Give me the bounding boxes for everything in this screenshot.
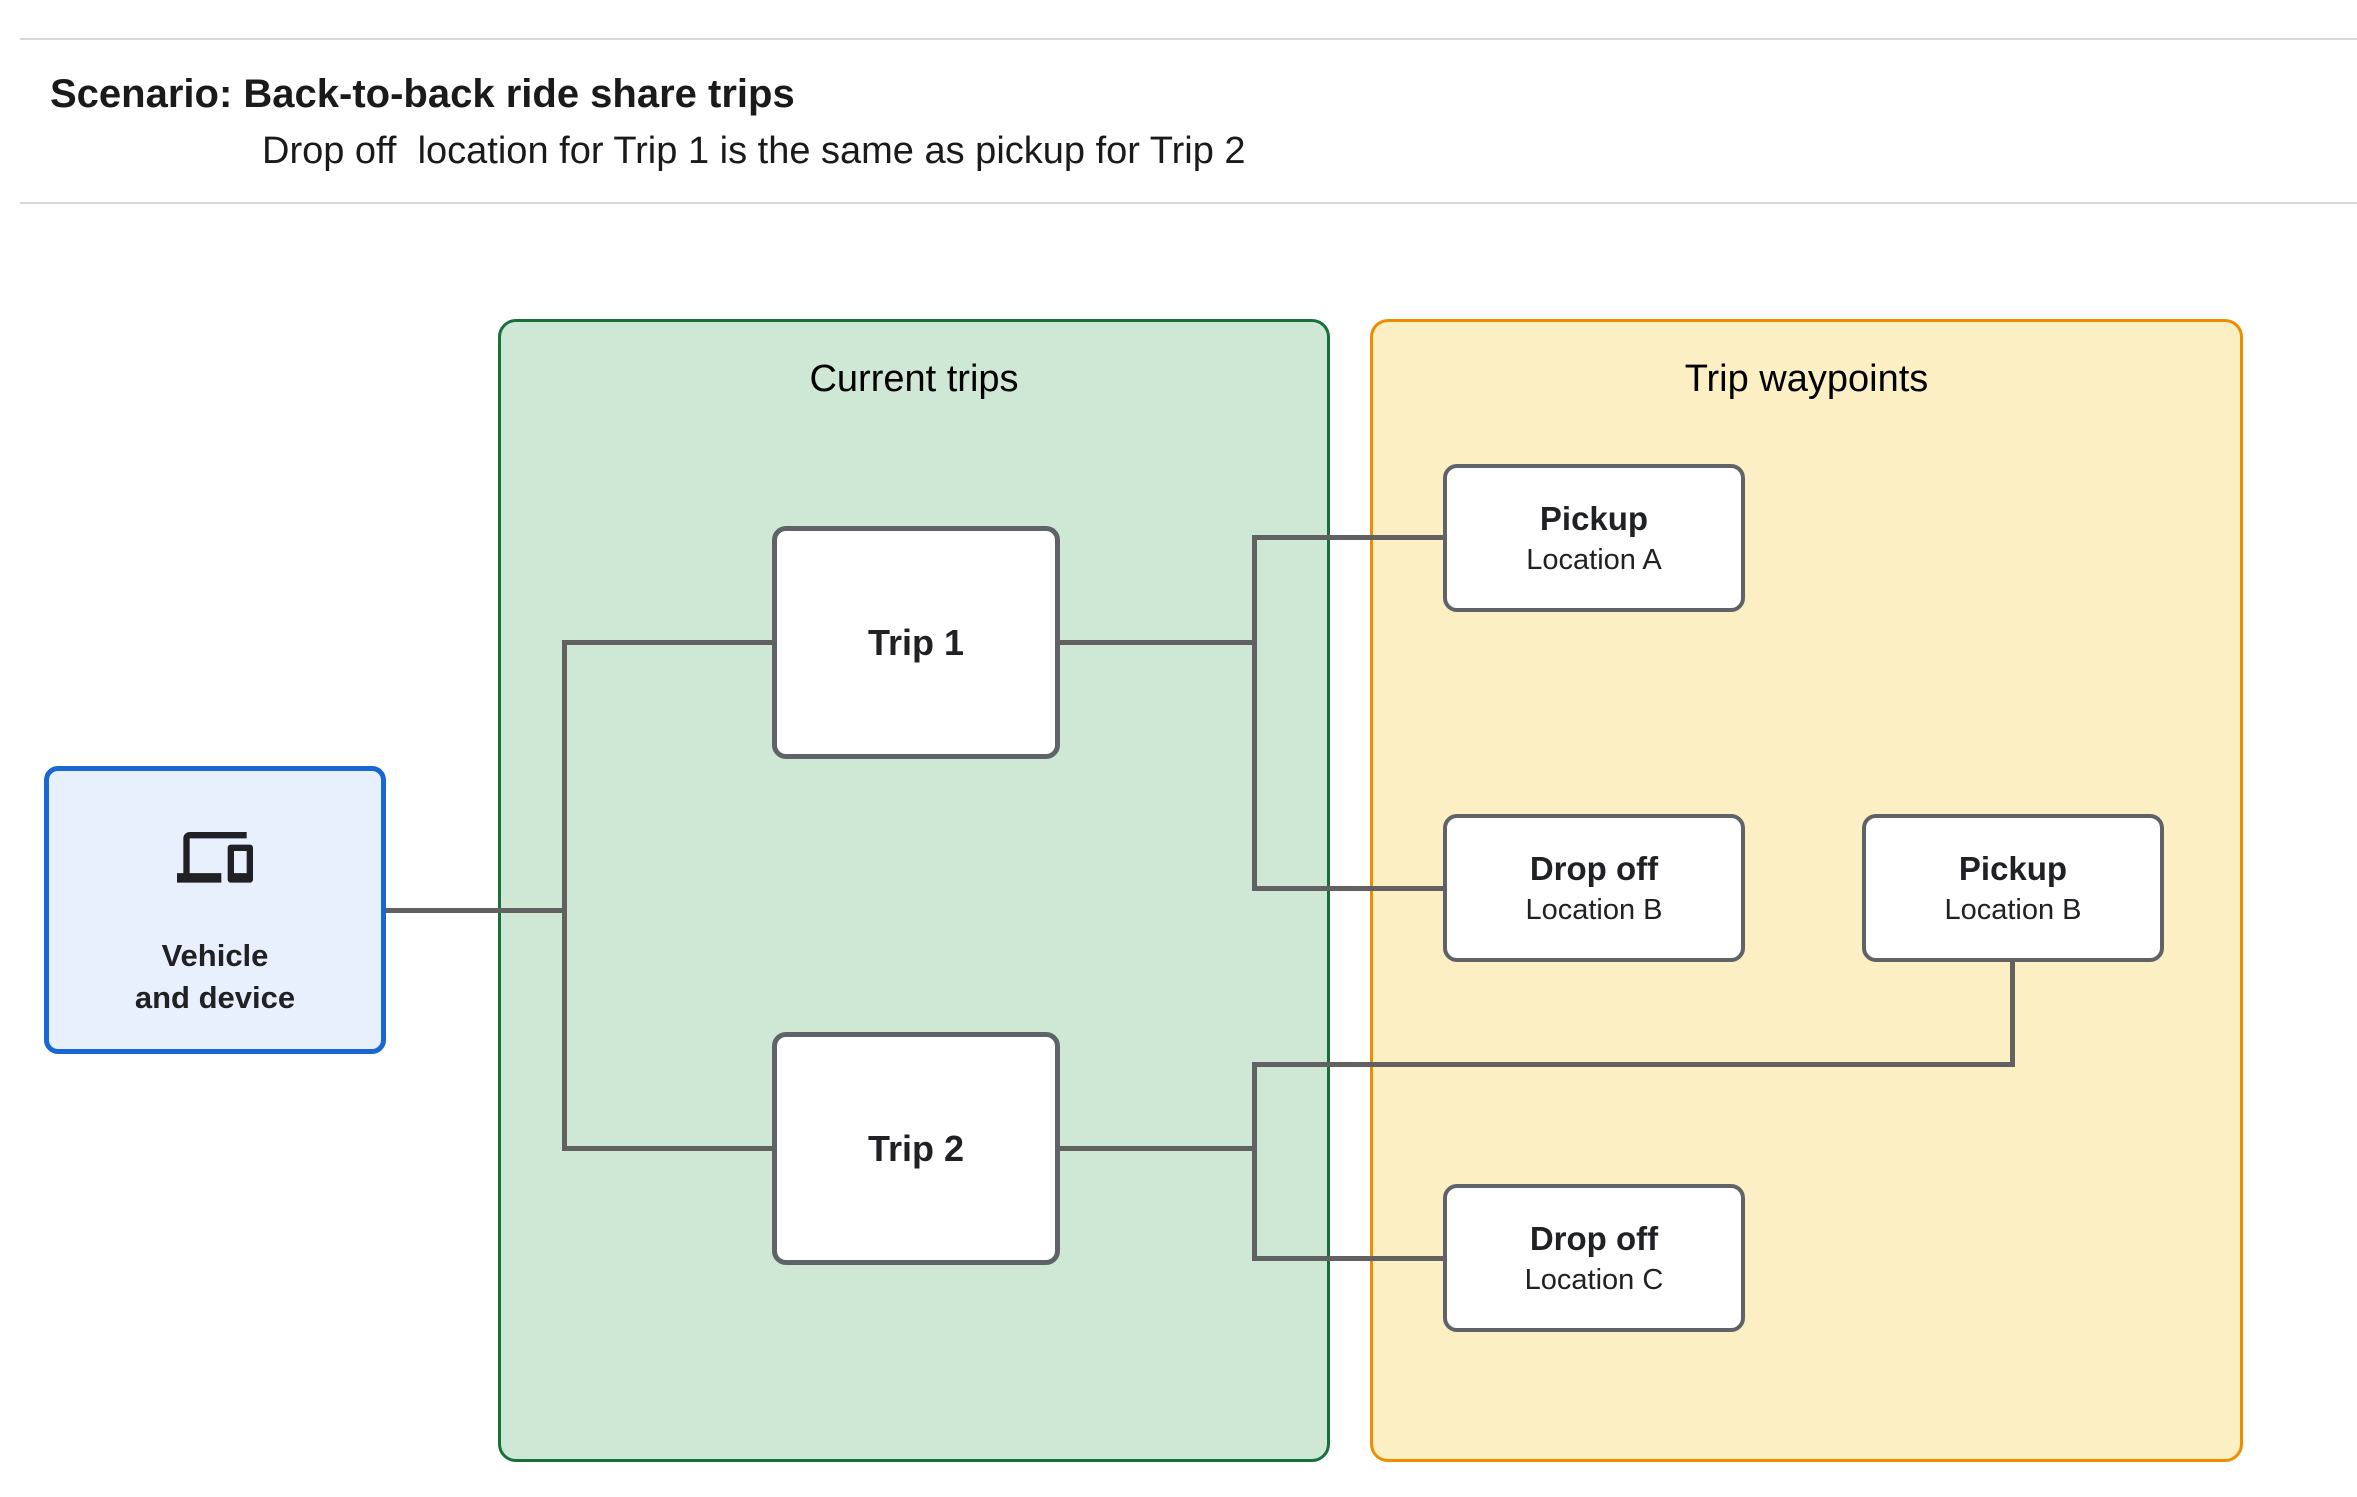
divider-bottom bbox=[20, 202, 2357, 204]
connector-to-dropoff-b bbox=[1252, 886, 1443, 891]
waypoint-pickup-location-b: Pickup Location B bbox=[1862, 814, 2164, 962]
connector-junction-to-trip2 bbox=[562, 1146, 772, 1151]
trip-2-label: Trip 2 bbox=[867, 1127, 965, 1169]
waypoint-type: Pickup bbox=[1539, 499, 1649, 537]
connector-to-pickup-a bbox=[1252, 535, 1443, 540]
panel-current-trips-title: Current trips bbox=[809, 358, 1019, 400]
waypoint-type: Pickup bbox=[1958, 849, 2068, 887]
trip-1-node: Trip 1 bbox=[772, 526, 1060, 759]
waypoint-location: Location B bbox=[1525, 893, 1663, 926]
trip-2-node: Trip 2 bbox=[772, 1032, 1060, 1265]
vehicle-and-device-node: Vehicle and device bbox=[44, 766, 386, 1054]
waypoint-type: Drop off bbox=[1529, 1219, 1659, 1257]
scenario-title: Scenario: Back-to-back ride share trips bbox=[50, 72, 795, 116]
divider-top bbox=[20, 38, 2357, 40]
connector-trip1-waypoints-vertical bbox=[1252, 535, 1257, 891]
waypoint-location: Location A bbox=[1526, 543, 1662, 576]
connector-pickup-b-horizontal bbox=[1252, 1062, 2015, 1067]
waypoint-location: Location C bbox=[1524, 1263, 1664, 1296]
devices-icon bbox=[177, 832, 253, 883]
vehicle-label-line1: Vehicle bbox=[161, 938, 269, 974]
connector-vehicle-to-junction bbox=[386, 908, 567, 913]
vehicle-label-line2: and device bbox=[134, 980, 296, 1016]
panel-current-trips: Current trips bbox=[498, 319, 1330, 1462]
connector-trip1-to-waypoint-junction bbox=[1060, 640, 1255, 645]
panel-trip-waypoints-title: Trip waypoints bbox=[1684, 358, 1929, 400]
connector-to-dropoff-c bbox=[1252, 1256, 1443, 1261]
connector-pickup-b-drop bbox=[2010, 960, 2015, 1067]
connector-junction-to-trip1 bbox=[562, 640, 772, 645]
waypoint-dropoff-location-c: Drop off Location C bbox=[1443, 1184, 1745, 1332]
connector-trip2-to-waypoint-junction bbox=[1060, 1146, 1255, 1151]
waypoint-dropoff-location-b: Drop off Location B bbox=[1443, 814, 1745, 962]
connector-trip2-waypoints-vertical bbox=[1252, 1062, 1257, 1259]
trip-1-label: Trip 1 bbox=[867, 621, 965, 663]
waypoint-pickup-location-a: Pickup Location A bbox=[1443, 464, 1745, 612]
scenario-subtitle: Drop off location for Trip 1 is the same… bbox=[262, 130, 1246, 172]
connector-trips-junction-vertical bbox=[562, 640, 567, 1151]
vehicle-node-label: Vehicle and device bbox=[135, 935, 295, 1019]
waypoint-type: Drop off bbox=[1529, 849, 1659, 887]
waypoint-location: Location B bbox=[1944, 893, 2082, 926]
